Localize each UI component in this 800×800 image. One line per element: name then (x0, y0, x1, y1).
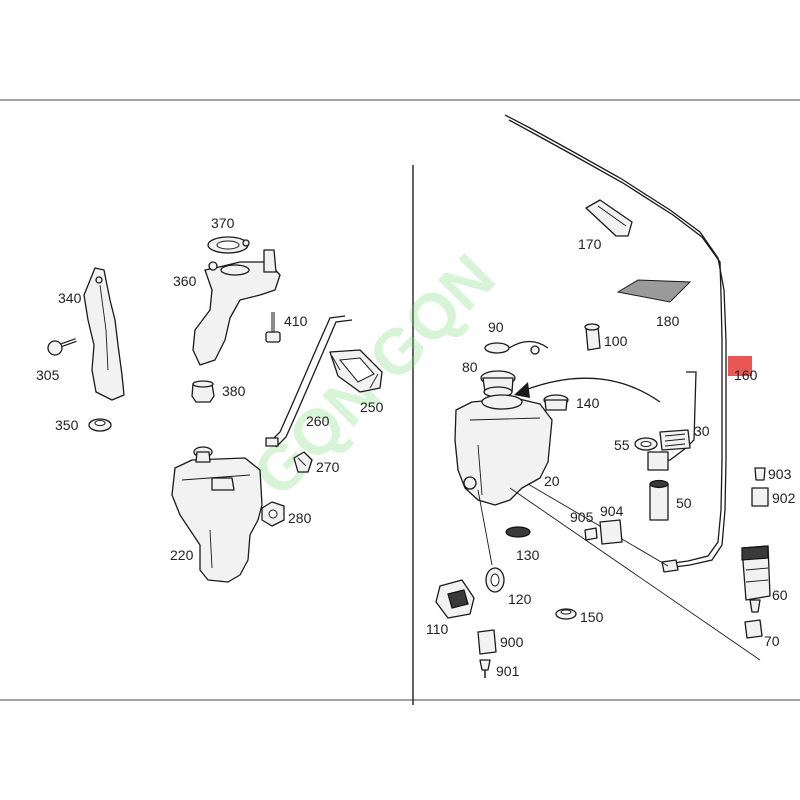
callout-180: 180 (656, 313, 680, 329)
callout-903: 903 (768, 466, 792, 482)
part-410-bolt[interactable] (265, 312, 281, 343)
callout-130: 130 (516, 547, 540, 563)
part-180-insulation-pad[interactable] (616, 279, 692, 303)
part-20-reservoir[interactable] (454, 394, 553, 506)
part-903-cap[interactable] (754, 467, 766, 481)
part-305-screw[interactable] (47, 338, 77, 356)
callout-360: 360 (173, 273, 197, 289)
callout-270: 270 (316, 459, 340, 475)
part-150-grommet[interactable] (555, 608, 577, 620)
part-140-grommet[interactable] (543, 394, 569, 411)
highlight-marker (728, 356, 752, 376)
part-902-connector[interactable] (751, 487, 769, 507)
leader-lines (477, 483, 761, 661)
callout-80: 80 (462, 359, 478, 375)
callout-370: 370 (211, 215, 235, 231)
part-905-plug[interactable] (584, 527, 598, 541)
part-160-washer-hose[interactable] (504, 114, 727, 573)
part-904-connector[interactable] (599, 519, 623, 545)
callout-140: 140 (576, 395, 600, 411)
part-55-o-ring[interactable] (634, 437, 658, 451)
part-280-nut[interactable] (261, 501, 285, 527)
callout-120: 120 (508, 591, 532, 607)
callout-902: 902 (772, 490, 796, 506)
part-380-grommet[interactable] (191, 380, 215, 403)
callout-905: 905 (570, 509, 594, 525)
callout-380: 380 (222, 383, 246, 399)
part-250-pump-seal[interactable] (329, 349, 383, 393)
callout-250: 250 (360, 399, 384, 415)
part-170-hose-cover[interactable] (585, 199, 633, 237)
part-90-cap[interactable] (484, 340, 549, 355)
callout-90: 90 (488, 319, 504, 335)
part-340-bracket[interactable] (83, 267, 125, 401)
part-360-filler-neck[interactable] (192, 249, 281, 366)
part-220-reservoir[interactable] (171, 446, 263, 583)
callout-60: 60 (772, 587, 788, 603)
callout-100: 100 (604, 333, 628, 349)
part-50-filter-insert[interactable] (649, 479, 669, 521)
part-130-grommet[interactable] (505, 526, 531, 538)
callout-170: 170 (578, 236, 602, 252)
callout-410: 410 (284, 313, 308, 329)
callout-260: 260 (306, 413, 330, 429)
callout-30: 30 (694, 423, 710, 439)
callout-160: 160 (734, 367, 758, 383)
callout-20: 20 (544, 473, 560, 489)
callout-305: 305 (36, 367, 60, 383)
callout-70: 70 (764, 633, 780, 649)
callout-900: 900 (500, 634, 524, 650)
callout-901: 901 (496, 663, 520, 679)
callout-340: 340 (58, 290, 82, 306)
part-60-washer-pump[interactable] (741, 545, 771, 613)
callout-110: 110 (426, 621, 449, 637)
callout-350: 350 (55, 417, 79, 433)
part-370-seal-ring[interactable] (207, 236, 250, 254)
callout-50: 50 (676, 495, 692, 511)
part-30-level-sensor[interactable] (647, 371, 697, 471)
callout-904: 904 (600, 503, 624, 519)
part-260-hose[interactable] (265, 315, 353, 448)
part-350-rubber-mount[interactable] (88, 418, 112, 432)
part-901-pin[interactable] (479, 659, 491, 678)
part-100-plug[interactable] (584, 323, 601, 351)
callout-280: 280 (288, 510, 312, 526)
callout-220: 220 (170, 547, 194, 563)
part-80-filter[interactable] (480, 370, 516, 398)
part-70-grommet[interactable] (744, 619, 763, 639)
part-270-clip[interactable] (293, 451, 313, 473)
assembly-arrow (514, 377, 661, 403)
callout-55: 55 (614, 437, 630, 453)
callout-150: 150 (580, 609, 604, 625)
part-110-pump-motor[interactable] (435, 579, 475, 619)
part-900-connector[interactable] (477, 629, 497, 655)
part-120-seal[interactable] (485, 567, 505, 593)
